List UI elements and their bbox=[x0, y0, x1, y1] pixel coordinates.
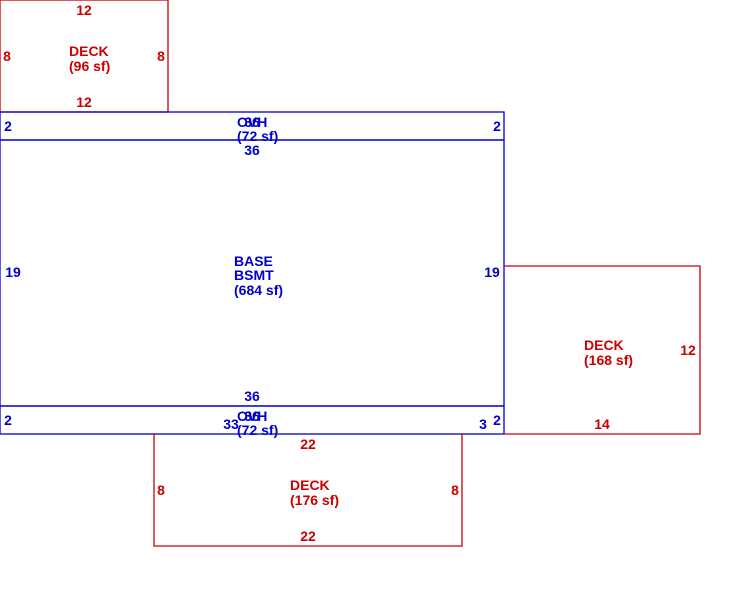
deck-top-area: 12 12 8 8 DECK (96 sf) bbox=[0, 0, 169, 113]
ovh-top-dim-left: 2 bbox=[4, 118, 12, 134]
ovh-bottom-outline bbox=[0, 405, 505, 435]
deck-right-name: DECK bbox=[584, 337, 624, 353]
ovh-bottom-dim-right: 2 bbox=[493, 412, 501, 428]
deck-bottom-dim-bottom: 22 bbox=[300, 528, 316, 544]
deck-top-dim-left: 8 bbox=[3, 48, 11, 64]
deck-right-area-label: (168 sf) bbox=[584, 352, 633, 368]
basement-name: BASE bbox=[234, 253, 273, 269]
basement-name-2: BSMT bbox=[234, 267, 274, 283]
ovh-bottom-dim-left: 2 bbox=[4, 412, 12, 428]
deck-bottom-dim-left: 8 bbox=[157, 482, 165, 498]
deck-bottom-area: 22 22 8 8 DECK (176 sf) bbox=[153, 434, 463, 547]
deck-right-area: 12 14 DECK (168 sf) bbox=[504, 265, 701, 435]
deck-top-dim-top: 12 bbox=[76, 2, 92, 18]
basement-dim-left: 19 bbox=[5, 264, 21, 280]
basement-dim-right: 19 bbox=[484, 264, 500, 280]
ovh-top-area: 2 2 36 OVH (72 sf) bbox=[0, 111, 505, 144]
deck-top-dim-right: 8 bbox=[157, 48, 165, 64]
ovh-bottom-name: OVH bbox=[237, 408, 267, 424]
deck-bottom-dim-right: 8 bbox=[451, 482, 459, 498]
deck-bottom-dim-top: 22 bbox=[300, 436, 316, 452]
deck-bottom-name: DECK bbox=[290, 477, 330, 493]
ovh-bottom-area: 2 2 36 33 3 OVH (72 sf) bbox=[0, 405, 505, 438]
deck-top-name: DECK bbox=[69, 43, 109, 59]
basement-dim-top: 36 bbox=[244, 142, 260, 158]
ovh-bottom-dim-bottom-left: 33 bbox=[223, 416, 239, 432]
deck-bottom-area-label: (176 sf) bbox=[290, 492, 339, 508]
deck-right-dim-right: 12 bbox=[680, 342, 696, 358]
deck-top-dim-bottom: 12 bbox=[76, 94, 92, 110]
ovh-top-dim-right: 2 bbox=[493, 118, 501, 134]
basement-area-label: (684 sf) bbox=[234, 282, 283, 298]
deck-top-area-label: (96 sf) bbox=[69, 58, 110, 74]
ovh-top-name: OVH bbox=[237, 114, 267, 130]
ovh-top-dim-top: 36 bbox=[244, 114, 260, 130]
basement-dim-bottom: 36 bbox=[244, 388, 260, 404]
ovh-bottom-dim-bottom-right: 3 bbox=[479, 416, 487, 432]
deck-bottom-outline bbox=[153, 434, 463, 547]
deck-right-outline bbox=[504, 265, 701, 435]
basement-area: 36 36 19 19 BASE BSMT (684 sf) bbox=[0, 139, 505, 407]
ovh-bottom-area-label: (72 sf) bbox=[237, 422, 278, 438]
deck-right-dim-bottom: 14 bbox=[594, 416, 610, 432]
ovh-bottom-dim-top: 36 bbox=[244, 408, 260, 424]
